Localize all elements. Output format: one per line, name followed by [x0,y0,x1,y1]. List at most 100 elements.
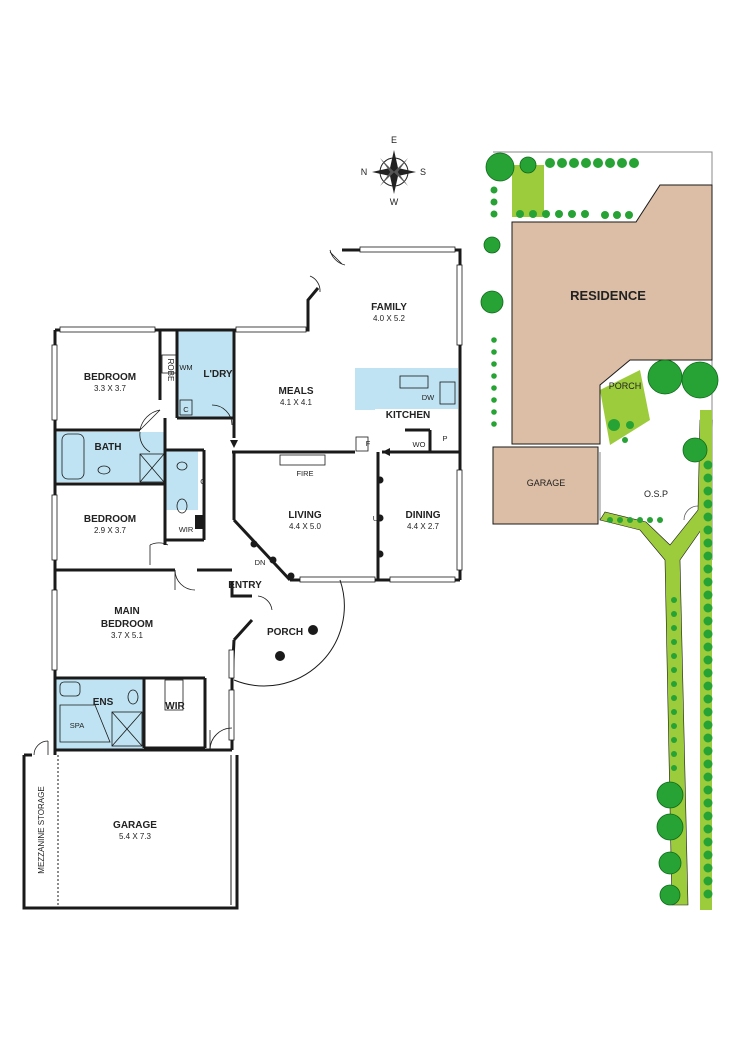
shrub-icon [545,158,555,168]
column-icon [195,515,203,529]
basin-icon [176,461,188,471]
wir2-label: WIR [165,701,185,712]
shrub-icon [703,707,713,717]
shrub-icon [491,385,497,391]
doors [33,249,346,756]
shrub-icon [491,337,497,343]
shrub-icon [491,373,497,379]
mezzanine-label: MEZZANINE STORAGE [37,786,46,873]
ensuite-wc-area [165,450,198,510]
laundry-label: L'DRY [203,369,233,380]
shrub-icon [491,409,497,415]
arrow-icon [382,448,390,456]
shrub-icon [601,211,609,219]
entry-label: ENTRY [228,580,262,591]
shrub-icon [671,751,677,757]
robe-label: ROBE [166,359,175,382]
shrub-icon [617,517,623,523]
compass-rose: E N S W [361,135,426,207]
shrub-icon [490,186,498,194]
shrub-icon [703,811,713,821]
shrub-icon [491,361,497,367]
dw-label: DW [422,393,435,402]
shrub-icon [671,611,677,617]
shrub-icon [490,198,498,206]
bedroom1-dims: 3.3 X 3.7 [94,384,127,393]
compass-label-e: E [391,135,397,145]
shrub-icon [703,538,713,548]
c-label-1: C [183,405,189,414]
shrub-icon [703,863,713,873]
shrub-icon [542,210,550,218]
washing-machine-icon [161,354,177,374]
wm-label: WM [179,363,192,372]
main-bedroom-dims: 3.7 X 5.1 [111,631,144,640]
shrub-icon [703,668,713,678]
shrub-icon [613,211,621,219]
shrub-icon [671,681,677,687]
shrub-icon [593,158,603,168]
wo-label: WO [413,440,426,449]
shower-icon [111,711,143,747]
shrub-icon [529,210,537,218]
shrub-icon [627,517,633,523]
basin-icon [59,681,81,697]
meals-dims: 4.1 X 4.1 [280,398,313,407]
shrub-icon [491,421,497,427]
bedroom2-dims: 2.9 X 3.7 [94,526,127,535]
family-name: FAMILY [371,302,407,313]
dining-name: DINING [406,510,441,521]
shrub-icon [703,460,713,470]
kitchen-label: KITCHEN [386,410,430,421]
shrub-icon [703,720,713,730]
room-labels: BEDROOM 3.3 X 3.7 ROBE WM L'DRY C BATH C… [37,302,448,874]
shrub-icon [605,158,615,168]
shrub-icon [703,746,713,756]
shrub-icon [581,210,589,218]
ensuite-area [56,679,144,749]
shrub-icon [568,210,576,218]
shrub-icon [703,785,713,795]
shrub-icon [516,210,524,218]
osp-label: O.S.P [644,489,668,499]
shrub-icon [671,597,677,603]
shrub-icon [703,590,713,600]
main-bedroom-name: MAIN [114,606,140,617]
windows [51,246,463,741]
shrub-icon [671,737,677,743]
fridge-icon [355,436,369,452]
trees [480,152,719,906]
spa-bath-icon [59,704,111,743]
shrub-icon [629,158,639,168]
shrub-icon [703,824,713,834]
porch-label: PORCH [267,627,303,638]
shrub-icon [671,695,677,701]
shrub-icon [671,639,677,645]
arrow-icon [230,440,238,448]
bath-label: BATH [94,442,121,453]
bedroom2-name: BEDROOM [84,514,136,525]
shrub-icon [647,517,653,523]
shrub-icon [703,564,713,574]
lawn-area [512,165,544,217]
bathtub-icon [61,433,85,480]
shrub-icon [622,437,628,443]
shrub-icon [491,349,497,355]
shrub-icon [703,642,713,652]
shrub-icon [557,158,567,168]
shrub-icon [671,653,677,659]
living-name: LIVING [288,510,322,521]
garage-name: GARAGE [113,820,157,831]
shrub-icon [703,733,713,743]
toilet-icon [176,498,188,514]
fixtures [59,354,456,747]
wir1-label: WIR [179,525,194,534]
shrub-icon [703,473,713,483]
fire-label: FIRE [296,469,313,478]
shrub-icon [703,694,713,704]
shrub-icon [607,517,613,523]
p-label: P [442,434,447,443]
shrub-icon [671,709,677,715]
shrub-icon [703,525,713,535]
